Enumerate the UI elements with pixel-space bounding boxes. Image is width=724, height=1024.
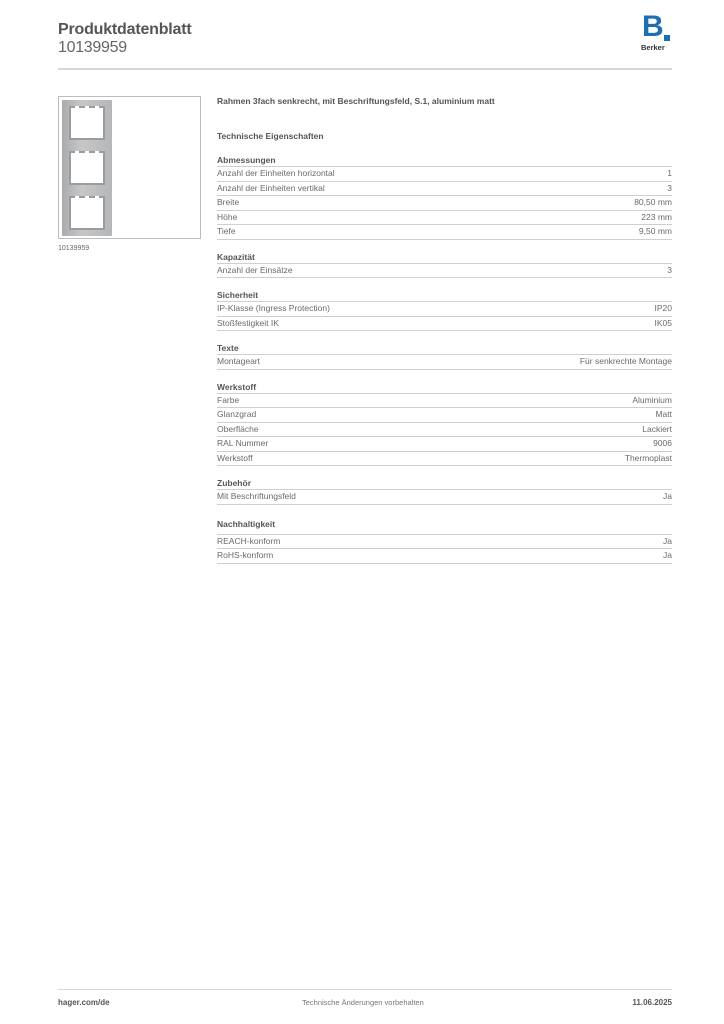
spec-row: Mit Beschriftungsfeld Ja xyxy=(217,490,672,505)
section-title: Zubehör xyxy=(217,478,672,490)
spec-value: 223 mm xyxy=(641,211,672,222)
section-title: Werkstoff xyxy=(217,382,672,394)
footer-website-link[interactable]: hager.com/de xyxy=(58,998,110,1007)
spec-value: 3 xyxy=(667,264,672,275)
footer-disclaimer: Technische Änderungen vorbehalten xyxy=(302,998,424,1007)
logo-name: Berker xyxy=(641,43,665,52)
spec-label: Tiefe xyxy=(217,226,236,236)
product-details: Rahmen 3fach senkrecht, mit Beschriftung… xyxy=(217,96,672,564)
spec-row: RoHS-konform Ja xyxy=(217,549,672,564)
spec-row: Tiefe 9,50 mm xyxy=(217,225,672,240)
spec-value: 3 xyxy=(667,182,672,193)
spec-value: 1 xyxy=(667,168,672,178)
spec-label: Anzahl der Einsätze xyxy=(217,264,293,275)
spec-label: Höhe xyxy=(217,211,238,222)
spec-value: Ja xyxy=(663,491,672,501)
article-number: 10139959 xyxy=(58,39,127,56)
frame-slot xyxy=(69,196,105,230)
spec-row: Farbe Aluminium xyxy=(217,394,672,408)
spec-label: Werkstoff xyxy=(217,452,253,463)
footer-date: 11.06.2025 xyxy=(632,998,672,1007)
spec-label: Anzahl der Einheiten vertikal xyxy=(217,182,325,193)
spec-value: Aluminium xyxy=(632,394,672,405)
footer-divider xyxy=(58,989,672,990)
spec-row: Anzahl der Einsätze 3 xyxy=(217,264,672,278)
spec-label: Breite xyxy=(217,197,240,207)
spec-value: Ja xyxy=(663,550,672,560)
technical-heading: Technische Eigenschaften xyxy=(217,131,324,141)
page-title: Produktdatenblatt xyxy=(58,21,192,38)
section-title: Sicherheit xyxy=(217,290,672,302)
spec-value: IP20 xyxy=(654,303,673,313)
section-title: Abmessungen xyxy=(217,155,672,167)
spec-value: Matt xyxy=(655,409,672,419)
spec-label: Stoßfestigkeit IK xyxy=(217,317,279,328)
section-title: Texte xyxy=(217,343,672,355)
spec-value: Für senkrechte Montage xyxy=(579,356,672,366)
spec-row: Glanzgrad Matt xyxy=(217,408,672,423)
spec-label: RoHS-konform xyxy=(217,550,274,560)
product-image xyxy=(58,96,201,239)
spec-row: Oberfläche Lackiert xyxy=(217,423,672,437)
spec-label: Montageart xyxy=(217,356,260,366)
product-description: Rahmen 3fach senkrecht, mit Beschriftung… xyxy=(217,96,495,106)
spec-value: 80,50 mm xyxy=(634,197,672,207)
spec-value: Thermoplast xyxy=(624,452,672,463)
frame-3-gang-icon xyxy=(62,100,112,236)
logo-mark: B xyxy=(642,10,664,43)
spec-label: RAL Nummer xyxy=(217,438,269,448)
spec-label: IP-Klasse (Ingress Protection) xyxy=(217,303,330,313)
spec-label: Mit Beschriftungsfeld xyxy=(217,491,296,501)
spec-row: IP-Klasse (Ingress Protection) IP20 xyxy=(217,302,672,317)
spec-value: IK05 xyxy=(654,317,673,328)
spec-label: Farbe xyxy=(217,394,240,405)
spec-value: Lackiert xyxy=(642,423,672,434)
section-title: Kapazität xyxy=(217,252,672,264)
spec-label: REACH-konform xyxy=(217,535,281,546)
spec-row: Höhe 223 mm xyxy=(217,211,672,225)
spec-value: 9006 xyxy=(653,438,672,448)
spec-label: Oberfläche xyxy=(217,423,259,434)
logo-dot-icon xyxy=(664,35,670,41)
spec-row: Breite 80,50 mm xyxy=(217,196,672,211)
frame-slot xyxy=(69,106,105,140)
spec-row: Stoßfestigkeit IK IK05 xyxy=(217,317,673,331)
spec-row: Werkstoff Thermoplast xyxy=(217,452,672,466)
berker-logo: B Berker xyxy=(640,12,674,56)
spec-label: Glanzgrad xyxy=(217,409,257,419)
image-caption: 10139959 xyxy=(58,245,90,252)
section-title: Nachhaltigkeit xyxy=(217,519,672,535)
spec-row: Anzahl der Einheiten vertikal 3 xyxy=(217,182,672,196)
spec-label: Anzahl der Einheiten horizontal xyxy=(217,168,335,178)
frame-slot xyxy=(69,151,105,185)
header-divider xyxy=(58,68,672,70)
spec-row: REACH-konform Ja xyxy=(217,535,672,549)
spec-value: 9,50 mm xyxy=(638,226,672,236)
spec-row: Montageart Für senkrechte Montage xyxy=(217,355,672,370)
spec-row: RAL Nummer 9006 xyxy=(217,437,672,452)
spec-row: Anzahl der Einheiten horizontal 1 xyxy=(217,167,672,182)
spec-value: Ja xyxy=(663,535,672,546)
